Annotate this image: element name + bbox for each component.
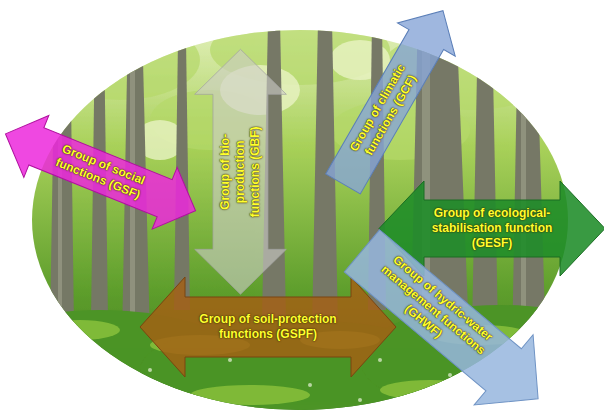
arrow-outline: [0, 103, 208, 242]
function-group-label: Group of ecological-stabilisation functi…: [426, 206, 558, 251]
arrow-outline: [314, 0, 472, 200]
arrow-outline: [194, 49, 286, 294]
arrow-outline: [332, 216, 567, 417]
soil-protection-arrow: Group of soil-protection functions (GSPF…: [140, 277, 396, 377]
function-group-label: Group of soil-protection functions (GSPF…: [187, 312, 349, 342]
arrow-outline: [140, 277, 396, 377]
bio-production-arrow: Group of bio-production functions (GBF): [194, 49, 286, 294]
function-group-label: Group of bio-production functions (GBF): [218, 116, 263, 228]
